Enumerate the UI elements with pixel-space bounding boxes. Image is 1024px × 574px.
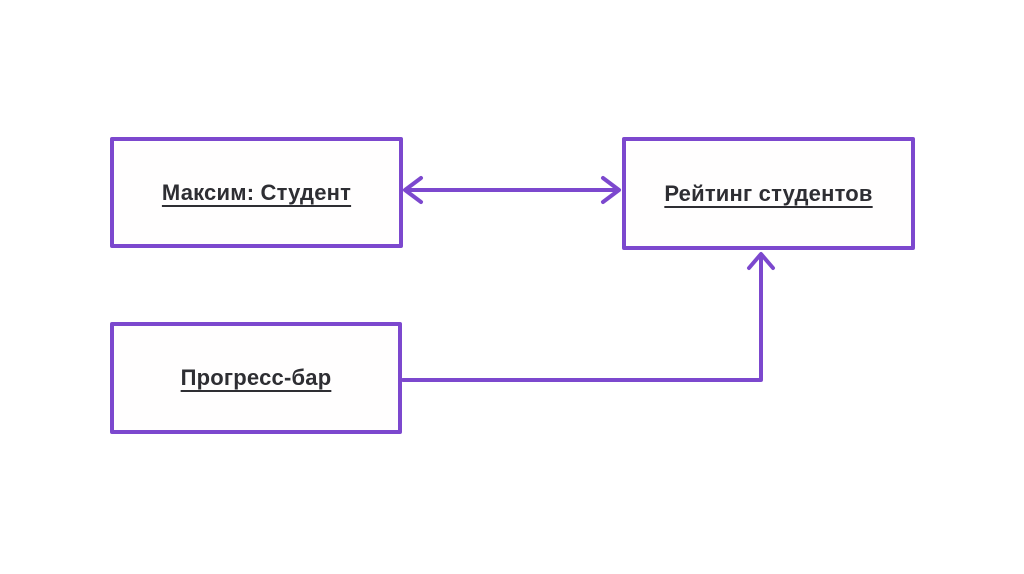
node-maxim-student[interactable]: Максим: Студент	[110, 137, 403, 248]
connector-maxim-rating[interactable]	[403, 176, 621, 204]
node-student-rating-label: Рейтинг студентов	[664, 180, 873, 206]
arrowhead-left-icon	[403, 176, 423, 204]
node-progress-bar-label: Прогресс-бар	[180, 365, 332, 390]
node-maxim-student-label: Максим: Студент	[161, 179, 352, 205]
connector-progress-rating-line[interactable]	[401, 254, 763, 382]
connector-progress-rating[interactable]	[401, 252, 775, 382]
node-progress-bar[interactable]: Прогресс-бар	[110, 322, 402, 434]
arrowhead-right-icon	[601, 176, 621, 204]
node-student-rating[interactable]: Рейтинг студентов	[622, 137, 915, 250]
arrowhead-up-icon	[747, 252, 775, 270]
